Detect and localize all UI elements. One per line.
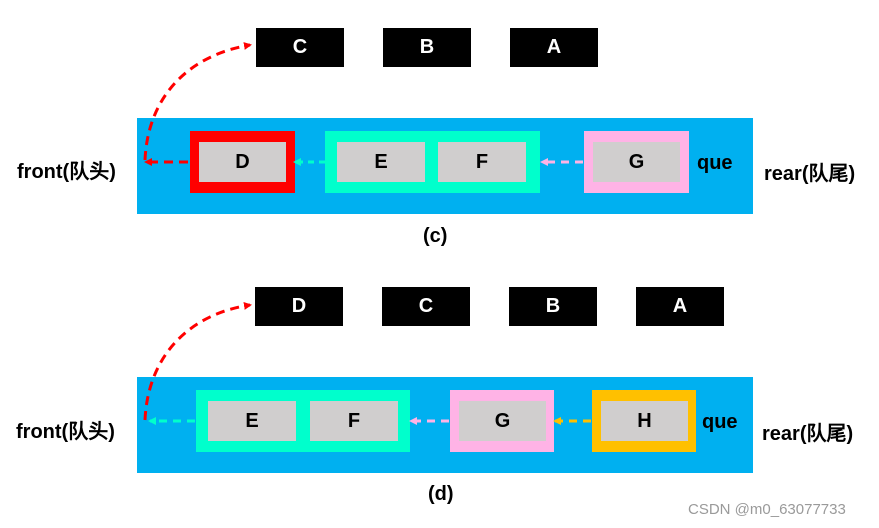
que-label: que xyxy=(702,411,738,433)
dequeued-box-a: A xyxy=(510,28,598,67)
queue-cell-g: G xyxy=(459,401,546,441)
rear-label: rear(队尾) xyxy=(762,423,854,445)
rear-label: rear(队尾) xyxy=(764,163,856,185)
queue-cell-d: D xyxy=(199,142,286,182)
front-label: front(队头) xyxy=(17,161,116,183)
dequeued-box-d: D xyxy=(255,287,343,326)
queue-cell-f: F xyxy=(438,142,526,182)
dequeued-box-c: C xyxy=(382,287,470,326)
panel-caption: (c) xyxy=(423,225,448,247)
dequeued-box-b: B xyxy=(383,28,471,67)
queue-cell-g: G xyxy=(593,142,680,182)
dequeued-box-b: B xyxy=(509,287,597,326)
front-label: front(队头) xyxy=(16,421,115,443)
dequeue-curve-arrow xyxy=(143,301,252,421)
dequeue-curve-arrow xyxy=(143,42,252,161)
queue-cell-h: H xyxy=(601,401,688,441)
queue-cell-f: F xyxy=(310,401,398,441)
panel-caption: (d) xyxy=(428,483,454,505)
dequeued-box-c: C xyxy=(256,28,344,67)
queue-cell-e: E xyxy=(208,401,296,441)
watermark: CSDN @m0_63077733 xyxy=(688,501,846,518)
dequeued-box-a: A xyxy=(636,287,724,326)
queue-cell-e: E xyxy=(337,142,425,182)
que-label: que xyxy=(697,152,733,174)
